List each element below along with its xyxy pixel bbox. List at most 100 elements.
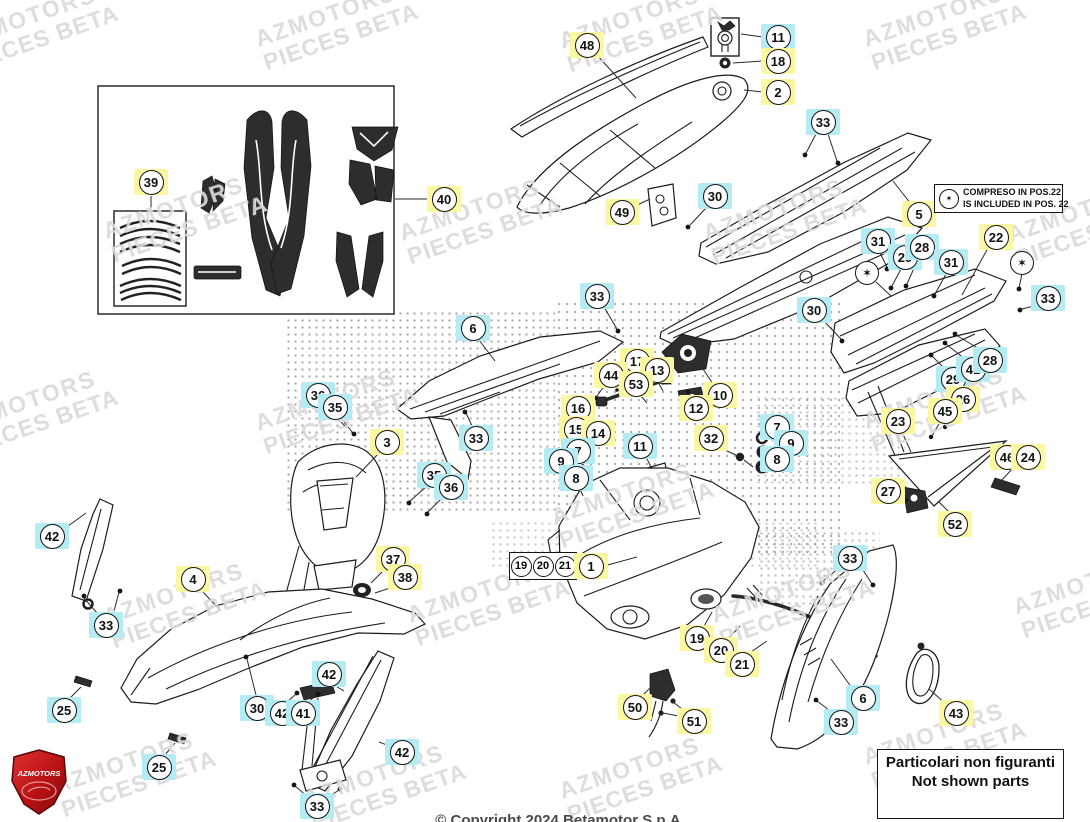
callout-48[interactable]: 48	[570, 32, 604, 58]
callout-number: 5	[906, 201, 932, 227]
callout-2[interactable]: 2	[761, 79, 795, 105]
callout-number: 53	[623, 371, 649, 397]
callout-42[interactable]: 42	[385, 739, 419, 765]
callout-number: 18	[765, 48, 791, 74]
star-marker-icon: ✶	[1010, 251, 1034, 275]
callout-number: 39	[138, 169, 164, 195]
callout-52[interactable]: 52	[938, 511, 972, 537]
callout-33[interactable]: 33	[459, 425, 493, 451]
callout-42[interactable]: 42	[312, 661, 346, 687]
number-plate-part	[887, 440, 1021, 514]
callout-33[interactable]: 33	[300, 793, 334, 819]
callout-36[interactable]: 36	[434, 474, 468, 500]
callout-number: 25	[146, 754, 172, 780]
callout-number: 8	[764, 446, 790, 472]
callout-6[interactable]: 6	[846, 685, 880, 711]
callout-25[interactable]: 25	[47, 697, 81, 723]
callout-21[interactable]: 21	[725, 651, 759, 677]
callout-number: 33	[837, 545, 863, 571]
callout-25[interactable]: 25	[142, 754, 176, 780]
callout-18[interactable]: 18	[761, 48, 795, 74]
callout-number: 35	[322, 394, 348, 420]
callout-13[interactable]: 13	[640, 357, 674, 383]
callout-53[interactable]: 53	[619, 371, 653, 397]
callout-33[interactable]: 33	[580, 283, 614, 309]
callout-number: 43	[943, 700, 969, 726]
callout-28[interactable]: 28	[973, 347, 1007, 373]
callout-number: 12	[683, 395, 709, 421]
callout-51[interactable]: 51	[677, 708, 711, 734]
callout-23[interactable]: 23	[881, 408, 915, 434]
callout-41[interactable]: 41	[286, 700, 320, 726]
callout-number: 24	[1015, 444, 1041, 470]
callout-number: 42	[389, 739, 415, 765]
callout-33[interactable]: 33	[89, 612, 123, 638]
callout-43[interactable]: 43	[939, 700, 973, 726]
callout-31[interactable]: 31	[934, 249, 968, 275]
headlight-mask-part	[280, 443, 386, 618]
callout-number: 42	[39, 523, 65, 549]
callout-50[interactable]: 50	[618, 694, 652, 720]
callout-40[interactable]: 40	[427, 186, 461, 212]
callout-number: 33	[463, 425, 489, 451]
callout-5[interactable]: 5	[902, 201, 936, 227]
callout-number: 11	[627, 433, 653, 459]
callout-number: 33	[828, 709, 854, 735]
callout-number: 4	[180, 566, 206, 592]
copyright-footer: © Copyright 2024 Betamotor S.p.A.	[435, 812, 685, 822]
callout-49[interactable]: 49	[605, 199, 639, 225]
fuel-cap-part	[690, 584, 763, 610]
star-marker-icon: ✶	[939, 188, 959, 209]
callout-11[interactable]: 11	[623, 433, 657, 459]
callout-number: 11	[765, 24, 791, 50]
callout-21[interactable]: 21	[554, 555, 576, 577]
callout-number: 8	[563, 465, 589, 491]
callout-number: 3	[374, 429, 400, 455]
callout-31[interactable]: 31	[861, 228, 895, 254]
callout-number: 40	[431, 186, 457, 212]
callout-number: 51	[681, 708, 707, 734]
callout-3[interactable]: 3	[370, 429, 404, 455]
callout-number: 30	[801, 297, 827, 323]
callout-4[interactable]: 4	[176, 566, 210, 592]
callout-number: 28	[977, 347, 1003, 373]
callout-19[interactable]: 19	[510, 555, 532, 577]
callout-1[interactable]: 1	[574, 553, 608, 579]
callout-number: 1	[578, 553, 604, 579]
callout-8[interactable]: 8	[760, 446, 794, 472]
callout-30[interactable]: 30	[698, 183, 732, 209]
callout-30[interactable]: 30	[797, 297, 831, 323]
callout-33[interactable]: 33	[806, 109, 840, 135]
callout-39[interactable]: 39	[134, 169, 168, 195]
callout-38[interactable]: 38	[388, 564, 422, 590]
callout-number: 50	[622, 694, 648, 720]
callout-number: 49	[609, 199, 635, 225]
callout-6[interactable]: 6	[456, 315, 490, 341]
strap-part	[905, 642, 940, 705]
callout-42[interactable]: 42	[35, 523, 69, 549]
rear-fender-part	[647, 132, 933, 347]
seat-lock-part	[710, 17, 740, 69]
grouped-callout-box: 19 20 21	[509, 552, 577, 580]
callout-24[interactable]: 24	[1011, 444, 1045, 470]
callout-number: 33	[1035, 285, 1061, 311]
callout-35[interactable]: 35	[318, 394, 352, 420]
callout-12[interactable]: 12	[679, 395, 713, 421]
callout-33[interactable]: 33	[824, 709, 858, 735]
callout-28[interactable]: 28	[905, 234, 939, 260]
callout-11[interactable]: 11	[761, 24, 795, 50]
callout-22[interactable]: 22	[979, 224, 1013, 250]
callout-8[interactable]: 8	[559, 465, 593, 491]
callout-number: 27	[875, 478, 901, 504]
callout-number: 42	[316, 661, 342, 687]
callout-33[interactable]: 33	[833, 545, 867, 571]
callout-32[interactable]: 32	[694, 425, 728, 451]
callout-20[interactable]: 20	[532, 555, 554, 577]
side-panel-part	[770, 544, 897, 750]
callout-45[interactable]: 45	[928, 398, 962, 424]
callout-33[interactable]: 33	[1031, 285, 1065, 311]
callout-27[interactable]: 27	[871, 478, 905, 504]
callout-number: 21	[729, 651, 755, 677]
